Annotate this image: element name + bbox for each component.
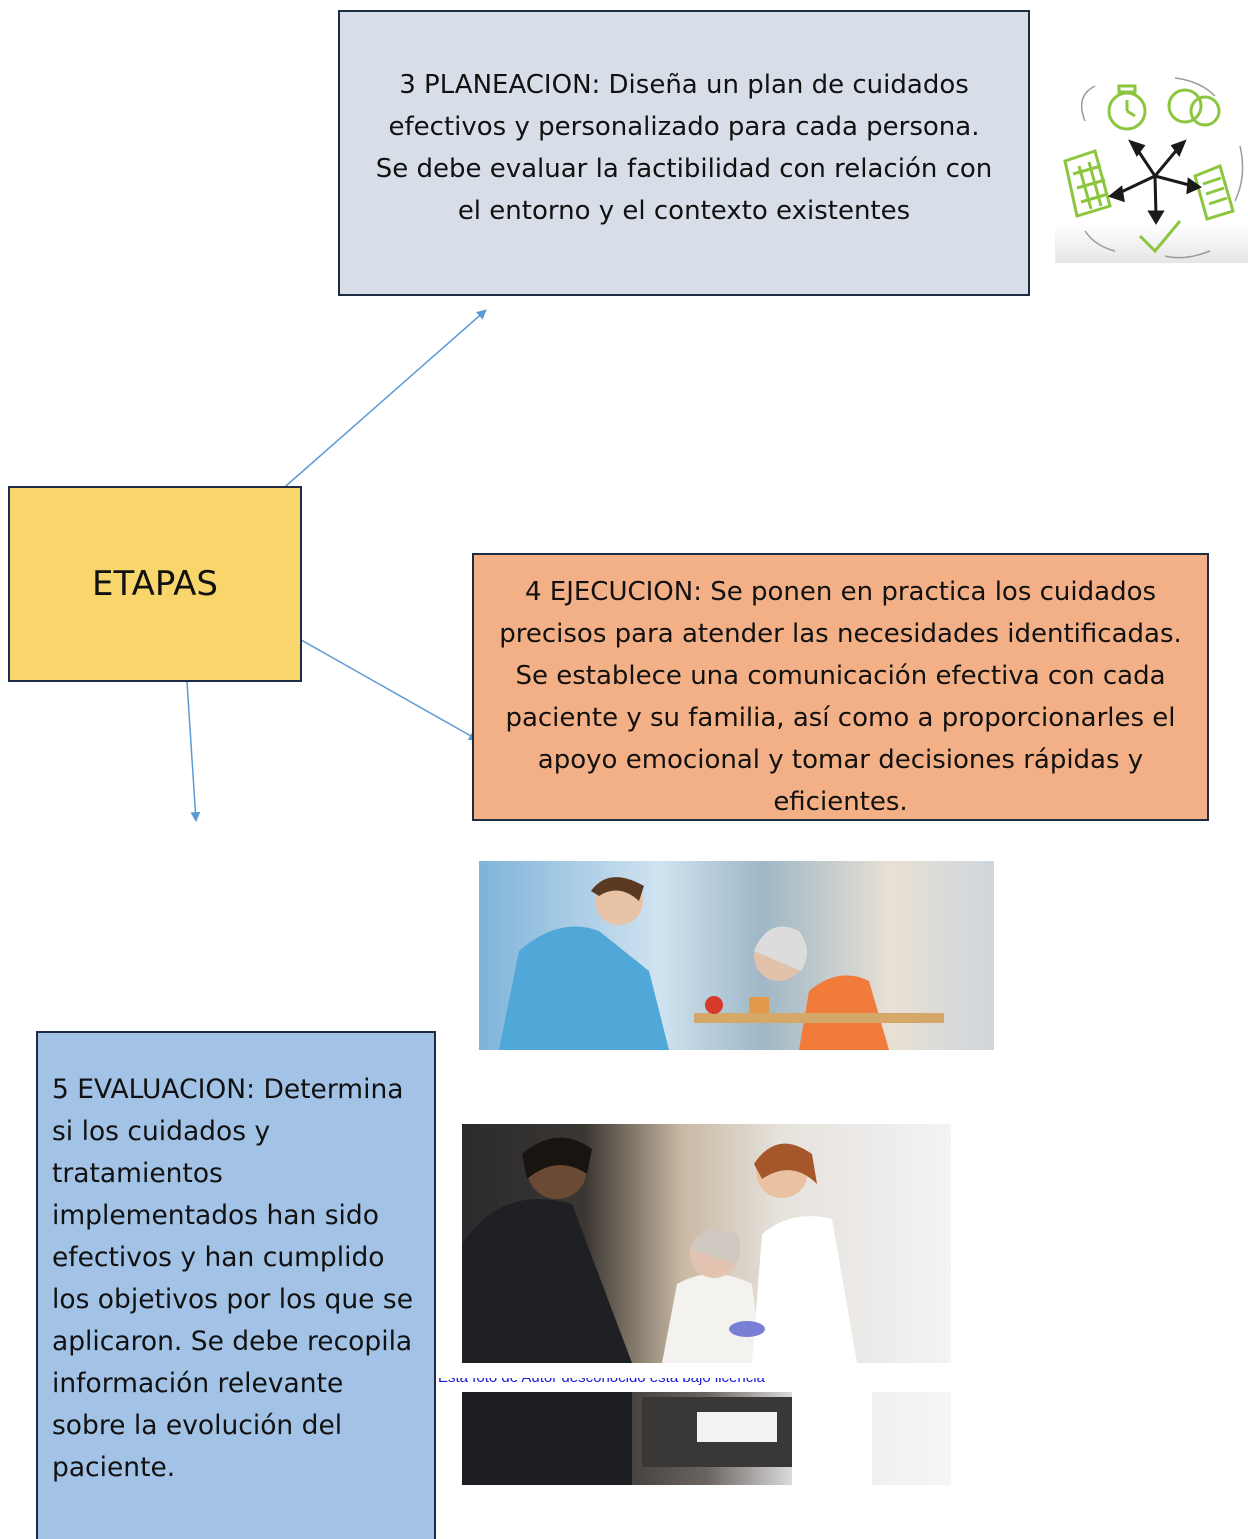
stage-text-evaluacion: 5 EVALUACION: Determina si los cuidados … [52,1074,413,1483]
center-box-etapas: ETAPAS [8,486,302,682]
stage-box-ejecucion: 4 EJECUCION: Se ponen en practica los cu… [472,553,1209,821]
center-label: ETAPAS [91,564,219,604]
photo-caption-text: Esta foto de Autor desconocido está bajo… [438,1378,958,1388]
planning-cycle-icon [1055,66,1248,263]
arrow-to-ejecucion [279,627,479,741]
arrow-to-planeacion [269,309,487,501]
arrow-to-evaluacion [186,681,201,822]
stage-text-ejecucion: 4 EJECUCION: Se ponen en practica los cu… [499,577,1182,817]
nurse-attending-patient-photo [462,1124,951,1363]
stage-box-evaluacion: 5 EVALUACION: Determina si los cuidados … [36,1031,436,1539]
stage-text-planeacion: 3 PLANEACION: Diseña un plan de cuidados… [375,70,993,226]
nurse-feeding-patient-photo [479,861,994,1050]
photo-caption: Esta foto de Autor desconocido está bajo… [438,1368,958,1388]
stage-box-planeacion: 3 PLANEACION: Diseña un plan de cuidados… [338,10,1030,296]
nurse-attending-patient-photo-lower [462,1392,951,1485]
